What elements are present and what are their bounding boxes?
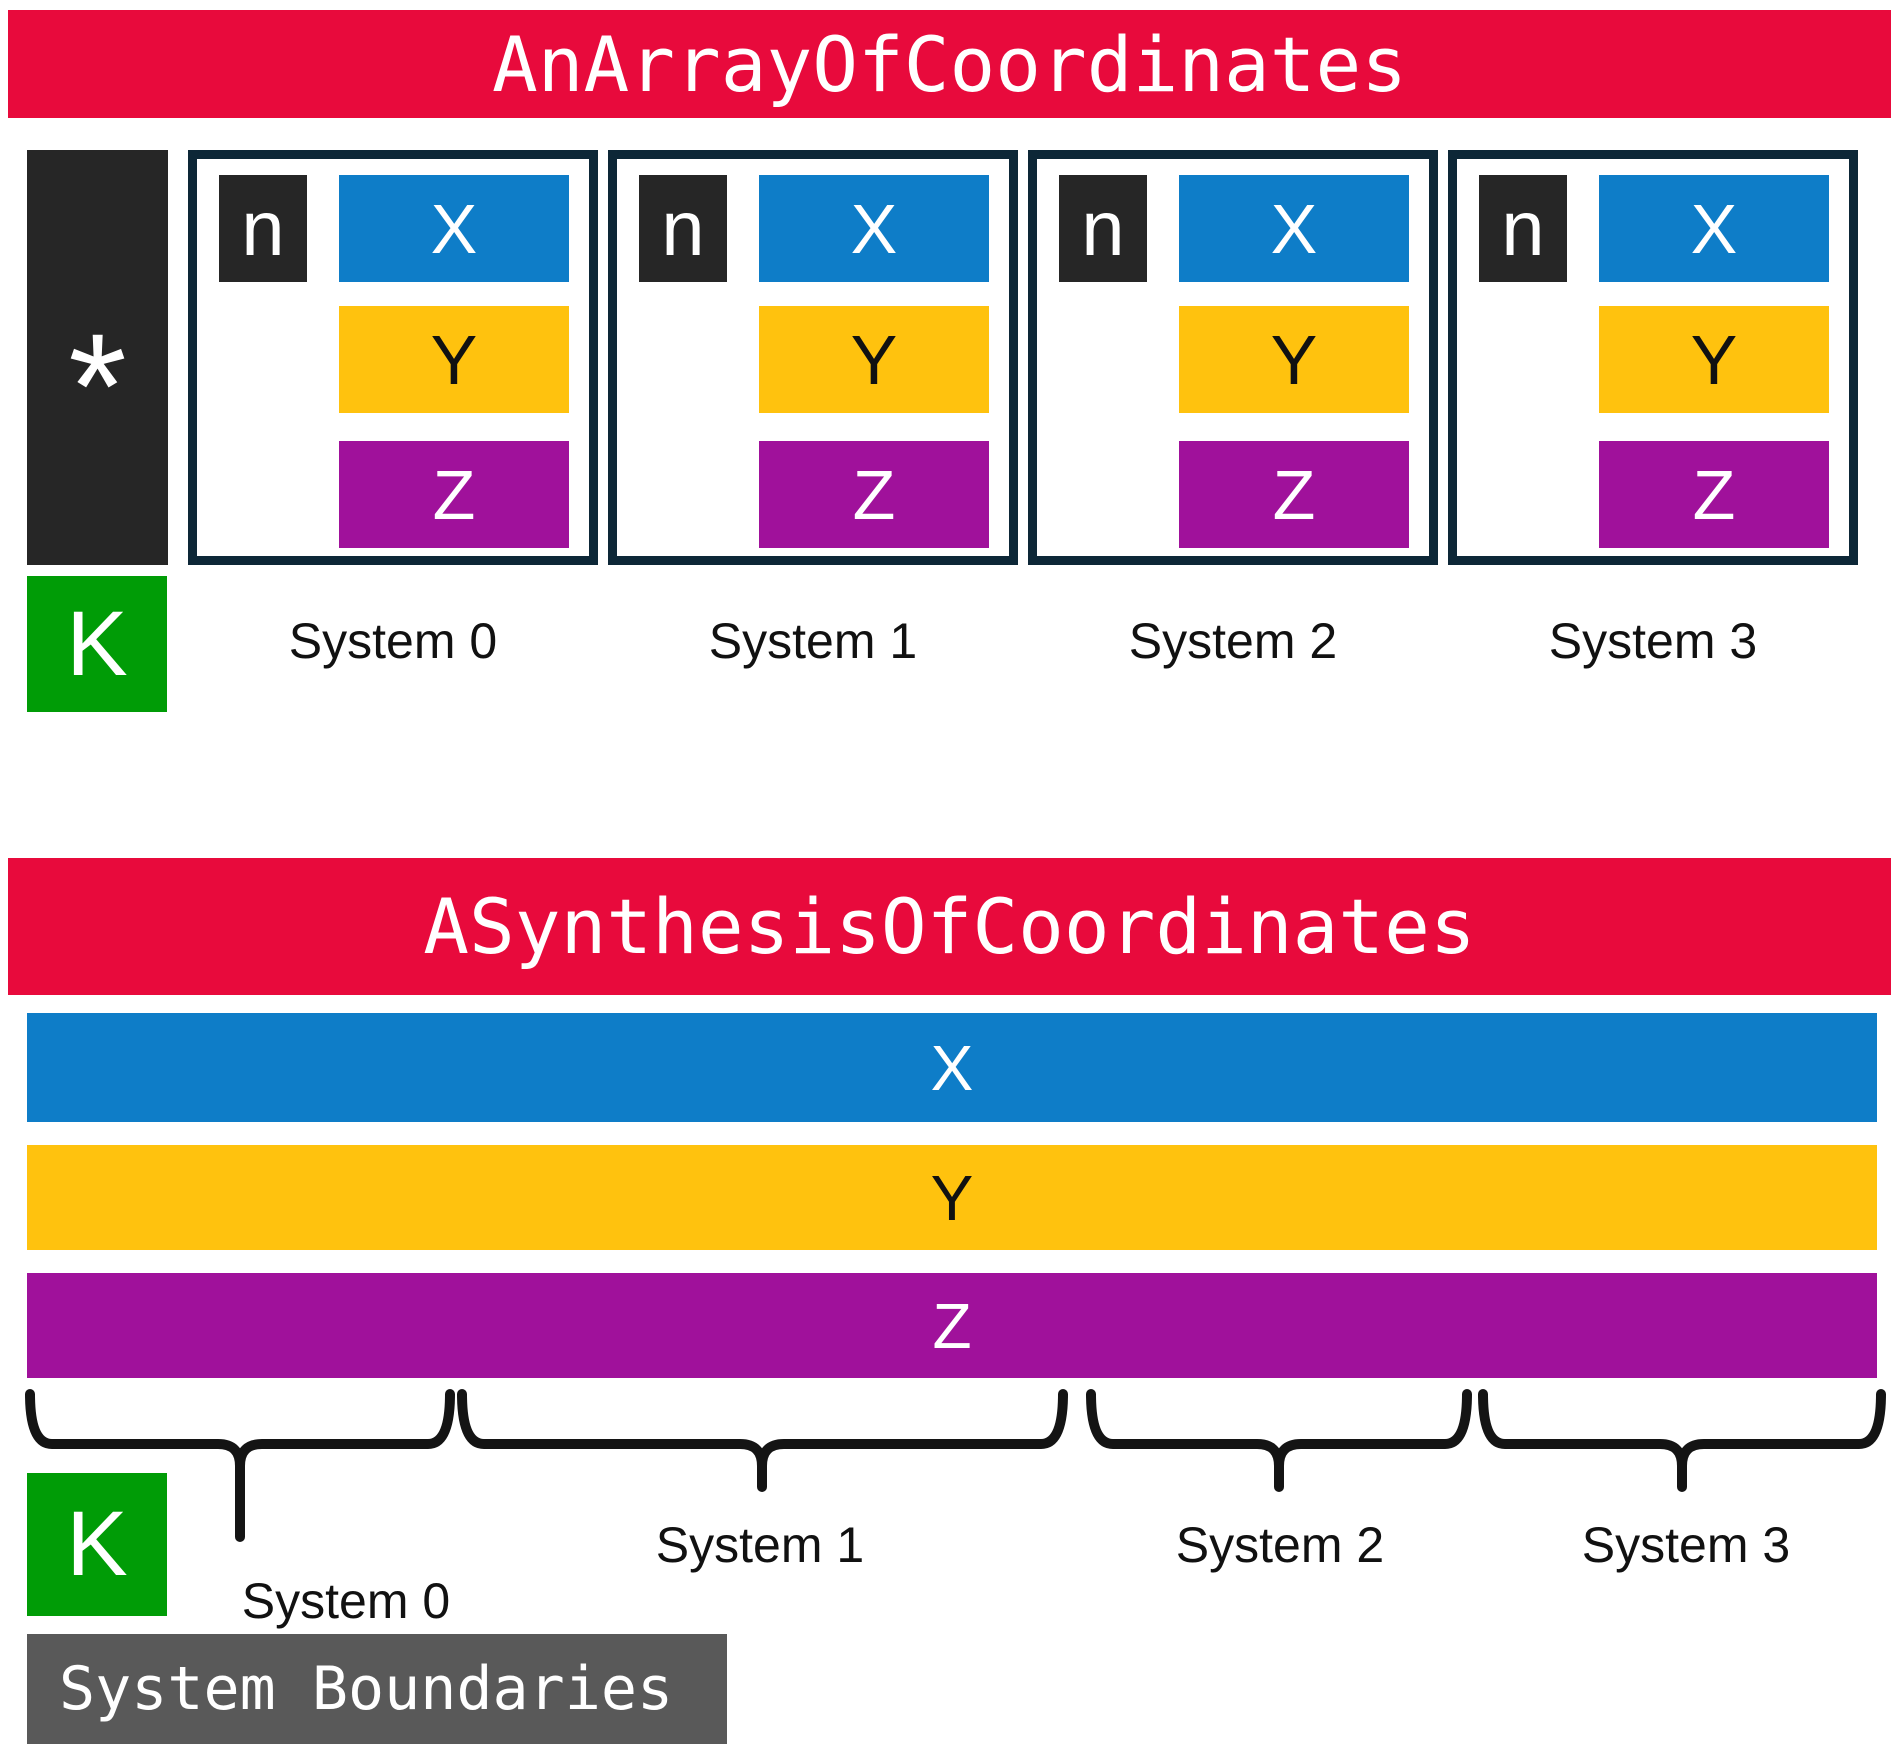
- z-field-bar: Z: [339, 441, 569, 548]
- system-2-label: System 2: [1128, 613, 1338, 669]
- system-box-3: n X Y Z: [1448, 150, 1858, 565]
- key-label: K: [66, 592, 128, 695]
- array-title-banner: AnArrayOfCoordinates: [8, 10, 1891, 118]
- synthesis-title: ASynthesisOfCoordinates: [423, 882, 1476, 971]
- x-field-bar: X: [759, 175, 989, 282]
- system-box-1: n X Y Z: [608, 150, 1018, 565]
- z-field-bar: Z: [1179, 441, 1409, 548]
- count-label: n: [661, 184, 705, 272]
- system-1-boundary-label: System 1: [655, 1517, 865, 1573]
- y-field-label: Y: [850, 320, 898, 399]
- z-field-label: Z: [1272, 455, 1316, 534]
- brace-system-1: [457, 1389, 1068, 1492]
- legend-label: System Boundaries: [59, 1654, 674, 1724]
- key-label: K: [66, 1493, 128, 1595]
- x-field-bar: X: [339, 175, 569, 282]
- synthesis-y-bar: Y: [27, 1145, 1877, 1250]
- y-field-label: Y: [430, 320, 478, 399]
- z-field-bar: Z: [759, 441, 989, 548]
- system-0-label: System 0: [288, 613, 498, 669]
- y-field-bar: Y: [339, 306, 569, 413]
- synthesis-z-bar: Z: [27, 1273, 1877, 1378]
- x-field-bar: X: [1179, 175, 1409, 282]
- y-field-bar: Y: [1179, 306, 1409, 413]
- y-field-label: Y: [930, 1161, 974, 1234]
- count-label: n: [1081, 184, 1125, 272]
- x-field-label: X: [1690, 189, 1738, 268]
- y-field-bar: Y: [759, 306, 989, 413]
- legend-box: System Boundaries: [27, 1634, 727, 1744]
- system-1-label: System 1: [708, 613, 918, 669]
- z-field-label: Z: [1692, 455, 1736, 534]
- z-field-label: Z: [932, 1289, 972, 1362]
- synthesis-x-bar: X: [27, 1013, 1877, 1122]
- array-title: AnArrayOfCoordinates: [491, 19, 1408, 109]
- z-field-label: Z: [432, 455, 476, 534]
- system-3-label: System 3: [1548, 613, 1758, 669]
- count-label: n: [1501, 184, 1545, 272]
- system-box-0: n X Y Z: [188, 150, 598, 565]
- x-field-bar: X: [1599, 175, 1829, 282]
- z-field-label: Z: [852, 455, 896, 534]
- x-field-label: X: [850, 189, 898, 268]
- brace-system-2: [1086, 1389, 1472, 1492]
- system-box-2: n X Y Z: [1028, 150, 1438, 565]
- key-cell-top: K: [27, 576, 167, 712]
- y-field-label: Y: [1690, 320, 1738, 399]
- system-0-boundary-label: System 0: [241, 1573, 451, 1629]
- array-multiplicity-bar: *: [27, 150, 168, 565]
- count-label: n: [241, 184, 285, 272]
- system-2-boundary-label: System 2: [1175, 1517, 1385, 1573]
- x-field-label: X: [930, 1031, 974, 1104]
- count-cell: n: [1059, 175, 1147, 282]
- brace-system-3: [1478, 1389, 1886, 1492]
- count-cell: n: [219, 175, 307, 282]
- z-field-bar: Z: [1599, 441, 1829, 548]
- key-cell-bottom: K: [27, 1473, 167, 1616]
- x-field-label: X: [1270, 189, 1318, 268]
- x-field-label: X: [430, 189, 478, 268]
- count-cell: n: [639, 175, 727, 282]
- y-field-label: Y: [1270, 320, 1318, 399]
- y-field-bar: Y: [1599, 306, 1829, 413]
- synthesis-title-banner: ASynthesisOfCoordinates: [8, 858, 1891, 995]
- count-cell: n: [1479, 175, 1567, 282]
- system-3-boundary-label: System 3: [1581, 1517, 1791, 1573]
